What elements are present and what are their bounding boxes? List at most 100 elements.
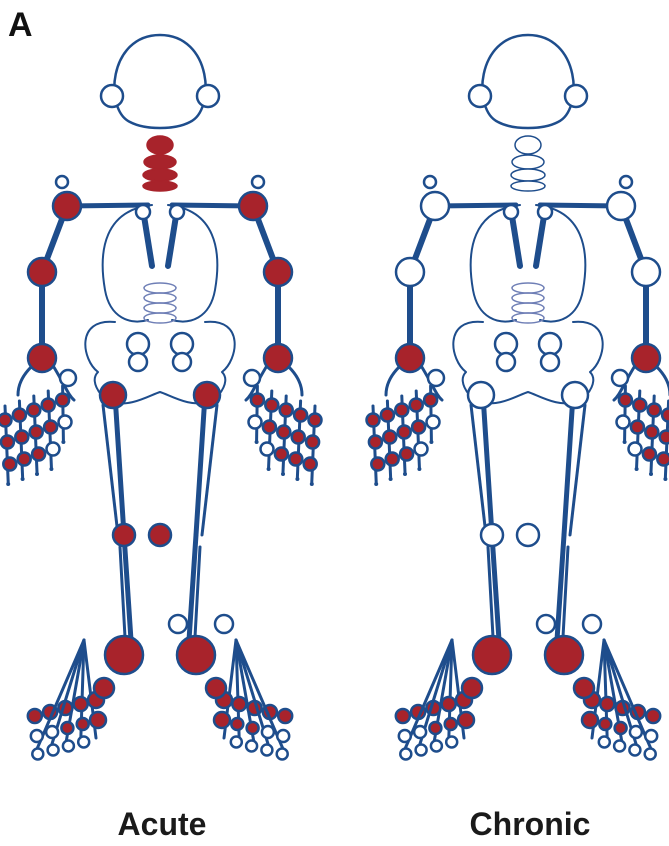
right-hand-fingertip bbox=[649, 472, 653, 476]
knee-joint-left-b bbox=[149, 524, 171, 546]
pubic-joint-right bbox=[541, 353, 559, 371]
right-foot-toe-joint bbox=[262, 726, 274, 738]
hip-joint-right bbox=[194, 382, 220, 408]
left-hand-fingertip bbox=[429, 440, 433, 444]
acromion-right bbox=[252, 176, 264, 188]
right-foot-toe-joint bbox=[278, 709, 292, 723]
left-foot-toe-joint bbox=[429, 722, 441, 734]
upper-arm-joint-right bbox=[632, 258, 660, 286]
heel-marker-right bbox=[583, 615, 601, 633]
ankle-joint-left bbox=[473, 636, 511, 674]
heel-marker-right bbox=[215, 615, 233, 633]
left-hand-finger-joint bbox=[18, 453, 31, 466]
left-hand-finger-joint bbox=[0, 414, 12, 427]
left-hand-finger-joint bbox=[27, 404, 40, 417]
hip-joint-right bbox=[562, 382, 588, 408]
right-hand-finger-joint bbox=[261, 443, 274, 456]
right-hand-finger-joint bbox=[249, 416, 262, 429]
right-hand-fingertip bbox=[623, 440, 627, 444]
knee-joint-left bbox=[481, 524, 503, 546]
right-foot-toe-joint bbox=[645, 730, 657, 742]
sacroiliac-joint-right bbox=[171, 333, 193, 355]
skeleton-acute bbox=[0, 35, 322, 760]
right-foot-toe-joint bbox=[630, 726, 642, 738]
sternoclavicular-joint-right bbox=[538, 205, 552, 219]
jaw-joint-right bbox=[565, 85, 587, 107]
left-hand-finger-joint bbox=[427, 416, 440, 429]
right-foot-toe-tip-joint bbox=[645, 749, 656, 760]
acromion-left bbox=[56, 176, 68, 188]
right-hand-fingertip bbox=[663, 477, 667, 481]
left-foot-toe-joint bbox=[28, 709, 42, 723]
right-hand-finger-joint bbox=[306, 436, 319, 449]
lumbar-vertebra bbox=[144, 283, 176, 293]
right-hand-finger-joint bbox=[645, 426, 658, 439]
right-hand-finger-joint bbox=[633, 399, 646, 412]
right-foot-toe-joint bbox=[214, 712, 230, 728]
right-foot-toe-tip-joint bbox=[629, 745, 640, 756]
left-hand-fingertip bbox=[35, 472, 39, 476]
right-foot-toe-tip-joint bbox=[246, 741, 257, 752]
right-hand-finger-joint bbox=[304, 458, 317, 471]
sternoclavicular-joint-right bbox=[170, 205, 184, 219]
left-hand-finger-joint bbox=[415, 443, 428, 456]
right-hand-finger-joint bbox=[648, 404, 661, 417]
pubic-joint-left bbox=[129, 353, 147, 371]
lumbar-vertebra bbox=[512, 303, 544, 313]
midfoot-joint-left bbox=[462, 678, 482, 698]
left-hand-fingertip bbox=[49, 467, 53, 471]
right-hand-finger-joint bbox=[294, 409, 307, 422]
left-foot-toe-joint bbox=[458, 712, 474, 728]
ankle-joint-right bbox=[177, 636, 215, 674]
right-hand-fingertip bbox=[267, 467, 271, 471]
left-hand-finger-joint bbox=[30, 426, 43, 439]
shoulder-joint-left bbox=[53, 192, 81, 220]
left-foot-toe-joint bbox=[445, 718, 457, 730]
right-foot-toe-tip-joint bbox=[231, 737, 242, 748]
sternum-left bbox=[512, 216, 520, 266]
sacroiliac-joint-left bbox=[495, 333, 517, 355]
skull bbox=[114, 35, 205, 128]
left-foot-toe-joint bbox=[61, 722, 73, 734]
wrist-joint-right bbox=[244, 370, 260, 386]
caption-acute: Acute bbox=[62, 806, 262, 843]
lumbar-vertebra bbox=[512, 293, 544, 303]
right-hand-finger-joint bbox=[309, 414, 322, 427]
hip-joint-left bbox=[468, 382, 494, 408]
ankle-joint-right bbox=[545, 636, 583, 674]
right-hand-finger-joint bbox=[617, 416, 630, 429]
knee-joint-left bbox=[113, 524, 135, 546]
left-hand-finger-joint bbox=[13, 409, 26, 422]
left-foot-toe-tip-joint bbox=[400, 749, 411, 760]
lumbar-vertebra bbox=[144, 293, 176, 303]
sacroiliac-joint-left bbox=[127, 333, 149, 355]
left-hand-fingertip bbox=[61, 440, 65, 444]
jaw-joint-left bbox=[101, 85, 123, 107]
right-foot-toe-tip-joint bbox=[277, 749, 288, 760]
elbow-joint-right bbox=[264, 344, 292, 372]
right-foot-toe-joint bbox=[231, 718, 243, 730]
shoulder-joint-right bbox=[239, 192, 267, 220]
left-hand-fingertip bbox=[417, 467, 421, 471]
left-hand-finger-joint bbox=[395, 404, 408, 417]
right-hand-fingertip bbox=[295, 477, 299, 481]
left-foot-toe-joint bbox=[399, 730, 411, 742]
sternoclavicular-joint-left bbox=[136, 205, 150, 219]
heel-marker-left bbox=[169, 615, 187, 633]
right-hand-finger-joint bbox=[277, 426, 290, 439]
left-foot-toe-joint bbox=[414, 726, 426, 738]
left-foot-toe-tip-joint bbox=[446, 737, 457, 748]
left-hand-finger-joint bbox=[398, 426, 411, 439]
cervical-vertebra bbox=[143, 181, 177, 191]
sternum-right bbox=[168, 216, 176, 266]
left-foot-toe-tip-joint bbox=[32, 749, 43, 760]
left-foot-toe-joint bbox=[396, 709, 410, 723]
shoulder-joint-left bbox=[421, 192, 449, 220]
left-hand-fingertip bbox=[389, 477, 393, 481]
cervical-vertebra bbox=[143, 169, 177, 181]
left-hand-finger-joint bbox=[15, 431, 28, 444]
left-hand-fingertip bbox=[403, 472, 407, 476]
left-hand-finger-joint bbox=[386, 453, 399, 466]
left-foot-toe-joint bbox=[46, 726, 58, 738]
cervical-vertebra bbox=[512, 155, 544, 169]
